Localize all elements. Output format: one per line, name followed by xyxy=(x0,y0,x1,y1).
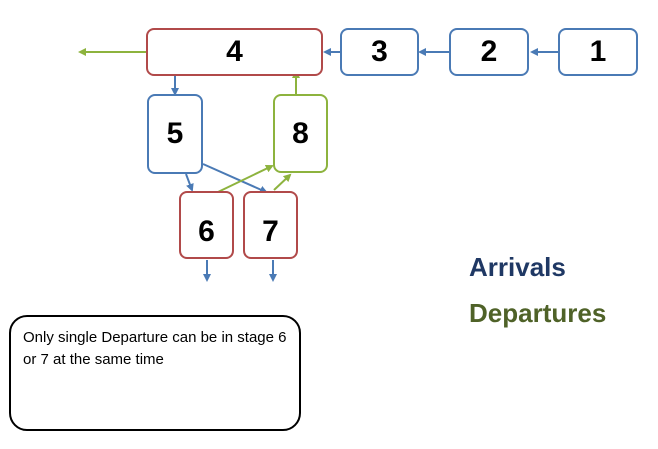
note-box: Only single Departure can be in stage 6 … xyxy=(9,315,301,431)
stage-4-box: 4 xyxy=(146,28,323,76)
stage-5-box: 5 xyxy=(147,94,203,174)
legend-departures: Departures xyxy=(469,298,607,328)
arrow-6-to-8 xyxy=(217,164,274,193)
stage-8-box: 8 xyxy=(273,94,328,173)
arrow-5-to-7 xyxy=(202,163,268,194)
stage-3-box: 3 xyxy=(340,28,419,76)
stage-1-box: 1 xyxy=(558,28,638,76)
stage-5-label: 5 xyxy=(166,117,184,150)
arrow-5-to-6 xyxy=(185,173,194,192)
stage-6-box: 6 xyxy=(179,191,234,259)
stage-3-label: 3 xyxy=(371,35,388,68)
stage-4-label: 4 xyxy=(226,35,243,68)
stage-2-box: 2 xyxy=(449,28,529,76)
legend-arrivals: Arrivals xyxy=(469,252,566,282)
stage-7-label: 7 xyxy=(262,215,279,248)
stage-6-label: 6 xyxy=(198,215,215,248)
note-text: Only single Departure can be in stage 6 … xyxy=(23,329,287,368)
stage-2-label: 2 xyxy=(480,35,498,68)
stage-1-label: 1 xyxy=(589,35,607,68)
stage-8-label: 8 xyxy=(292,116,309,150)
stage-7-box: 7 xyxy=(243,191,298,259)
arrow-7-to-8 xyxy=(273,173,292,191)
